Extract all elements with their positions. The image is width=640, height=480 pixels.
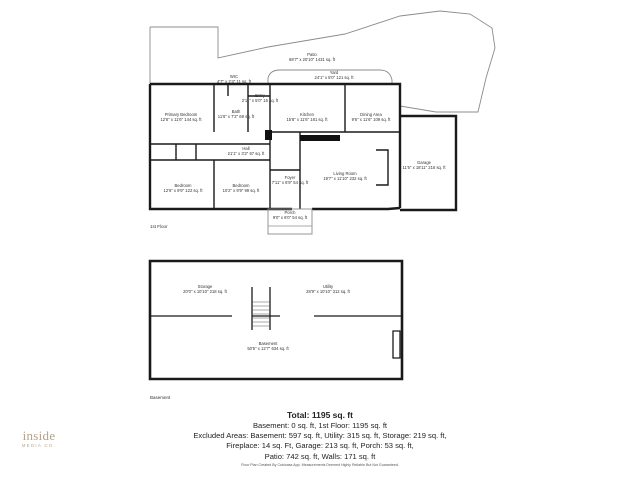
logo-subtitle: MEDIA CO. [21,443,57,448]
excluded-areas-line-2: Fireplace: 14 sq. Ft, Garage: 213 sq. ft… [226,441,414,451]
bedroom-3-dims: 10'2" x 9'9" 99 sq. ft [223,188,261,193]
floor-breakdown: Basement: 0 sq. ft, 1st Floor: 1195 sq. … [252,421,388,430]
first-floor-label: 1st Floor [150,224,168,229]
total-area: Total: 1195 sq. ft [287,410,353,420]
porch-outline [267,208,313,235]
basement-name: Basement [259,341,279,346]
wic-name: WIC [230,74,238,79]
primary-bedroom-dims: 12'6" x 11'6" 144 sq. ft [160,117,202,122]
bedroom-3-name: Bedroom [233,183,251,188]
foyer-dims: 7'11" x 6'9" 54 sq. ft [272,180,309,185]
porch-name: Porch [285,210,297,215]
yard-name: Yard [330,70,339,75]
excluded-areas-line-3: Patio: 742 sq. ft, Walls: 171 sq. ft [264,451,376,461]
wic-dims: 4'7" x 2'4" 11 sq. ft [217,79,252,84]
living-room-dims: 19'7" x 11'10" 232 sq. ft [323,176,367,181]
living-room-name: Living Room [333,171,357,176]
bedroom-2-name: Bedroom [175,183,193,188]
kitchen-counter [300,135,340,141]
excluded-areas-line-1: Excluded Areas: Basement: 597 sq. ft, Ut… [193,431,447,441]
basement-interior [150,287,402,359]
garage-dims: 11'5" x 18'11" 216 sq. ft [402,165,446,170]
kitchen-name: Kitchen [300,112,315,117]
utility-dims: 28'9" x 10'10" 312 sq. ft [306,289,351,294]
garage-name: Garage [417,160,432,165]
bath-name: Bath [232,109,241,114]
patio-dims: 68'7" x 20'10" 1431 sq. ft [289,57,336,62]
storage-dims: 20'0" x 10'10" 218 sq. ft [183,289,228,294]
brand-logo: inside MEDIA CO. [14,429,64,448]
bedroom-2-dims: 12'6" x 9'9" 122 sq. ft [163,188,203,193]
foyer-name: Foyer [285,175,296,180]
dining-dims: 9'6" x 11'6" 109 sq. ft [352,117,392,122]
kitchen-dims: 15'8" x 11'6" 181 sq. ft [286,117,328,122]
basement-dims: 50'5" x 12'7" 634 sq. ft [247,346,289,351]
yard-outline [267,69,393,84]
basement-floor-label: Basement [150,395,171,400]
hall-dims: 21'1" x 3'2" 67 sq. ft [228,151,266,156]
patio-outline [150,10,496,113]
storage-name: Storage [198,284,213,289]
stairs [252,301,270,327]
yard-dims: 24'1" x 5'0" 121 sq. ft [314,75,354,80]
first-floor-walls [148,82,458,212]
primary-bedroom-name: Primary Bedroom [165,112,198,117]
area-summary: Total: 1195 sq. ft Basement: 0 sq. ft, 1… [160,410,480,462]
logo-word: inside [22,428,56,443]
dining-name: Dining Area [360,112,382,117]
stair-block [265,130,272,140]
first-floor-interior [150,84,400,209]
patio-name: Patio [307,52,317,57]
basement-walls [148,259,404,381]
porch-dims: 9'0" x 6'0" 54 sq. ft [273,215,308,220]
utility-name: Utility [323,284,334,289]
bath-dims: 11'6" x 7'2" 69 sq. ft [218,114,255,119]
disclaimer: Floor Plan Created By Cubicasa App. Meas… [241,463,399,467]
entry-dims: 2'11" x 5'0" 15 sq. ft [242,98,279,103]
hall-name: Hall [242,146,249,151]
entry-name: Entry [255,93,266,98]
